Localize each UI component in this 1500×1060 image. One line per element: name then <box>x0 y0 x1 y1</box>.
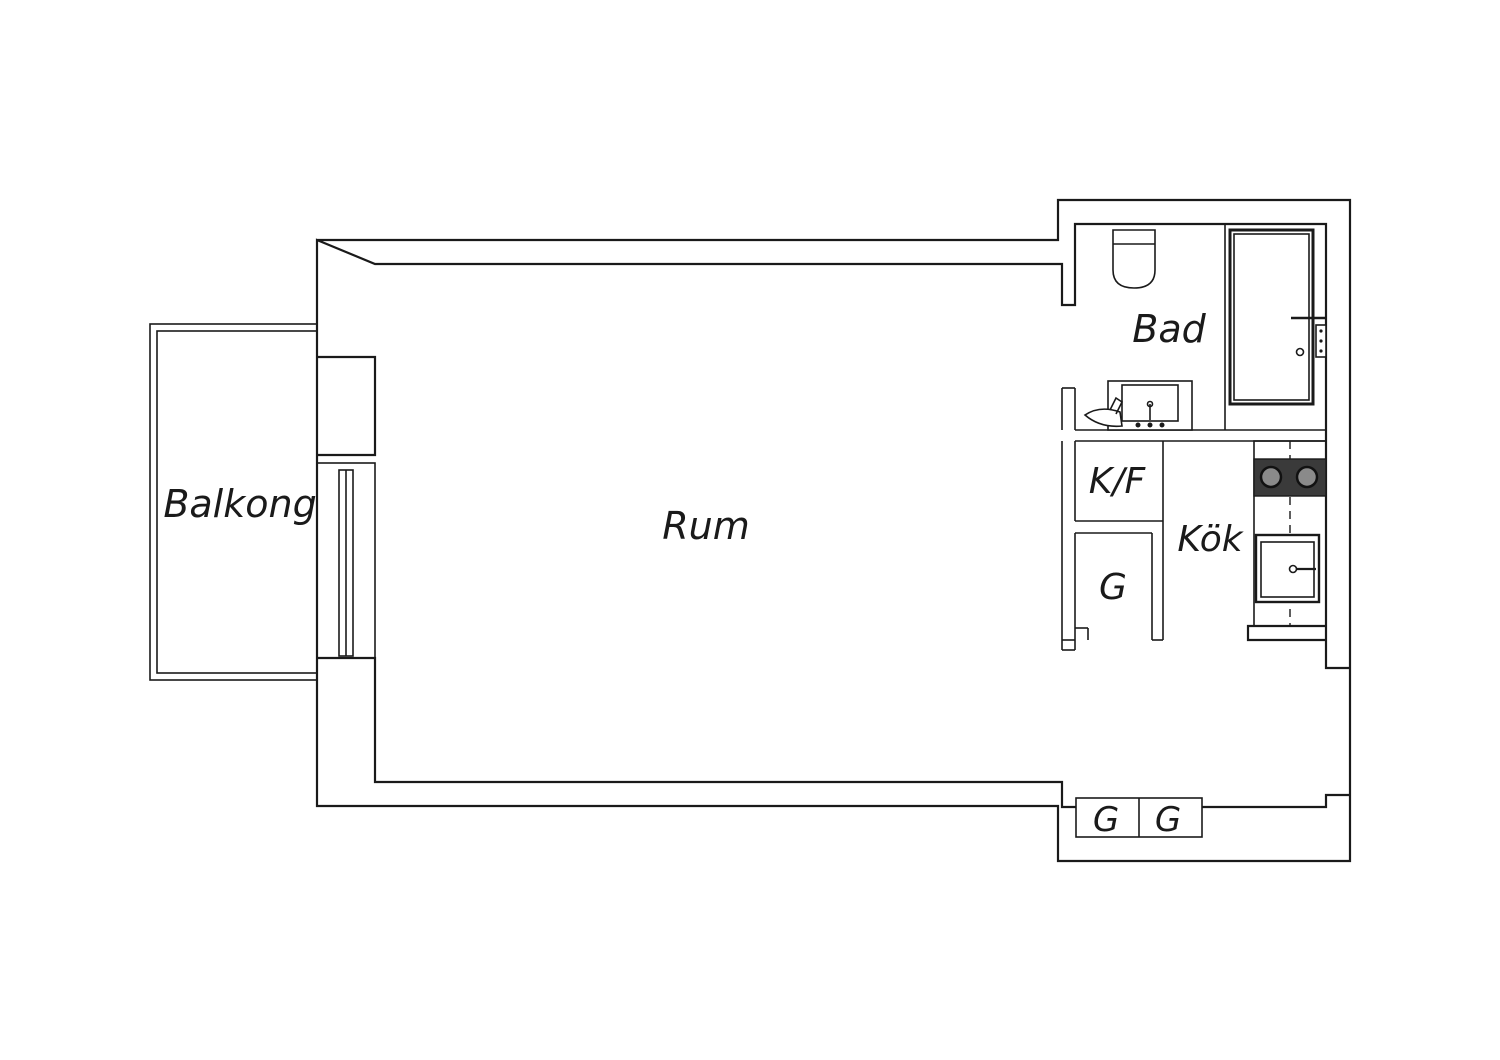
bottom-wardrobes <box>1075 797 1203 838</box>
balcony-door[interactable] <box>316 462 376 659</box>
wardrobe-label-2: G <box>1093 800 1119 840</box>
balcony-label: Balkong <box>163 482 316 526</box>
main-room-label: Rum <box>662 504 750 548</box>
fridge-freezer-label: K/F <box>1089 461 1147 502</box>
wardrobe-label: G <box>1099 567 1127 608</box>
stove-icon <box>1253 458 1327 497</box>
bathroom-label: Bad <box>1132 307 1206 351</box>
exterior-walls <box>315 198 1352 863</box>
bathroom-door[interactable] <box>1083 396 1124 428</box>
toilet-icon <box>1112 229 1156 289</box>
kitchen-label: Kök <box>1177 519 1244 560</box>
bathtub-icon <box>1228 228 1327 406</box>
kitchen-walls <box>1061 440 1326 651</box>
kitchen-sink-icon <box>1254 533 1321 604</box>
wardrobe-label-3: G <box>1155 800 1181 840</box>
